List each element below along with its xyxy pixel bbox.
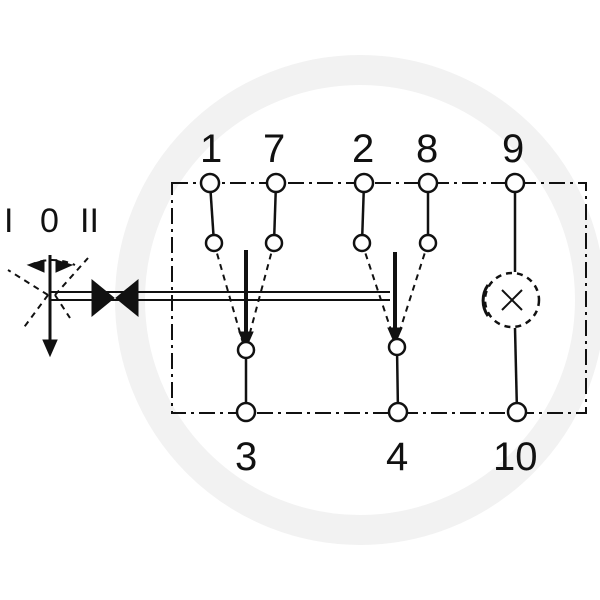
contact-3-inner — [236, 340, 256, 360]
terminal-7-top — [265, 172, 287, 194]
contact-2-inner — [352, 233, 372, 253]
position-label-i: I — [4, 202, 13, 240]
terminal-1-top — [199, 172, 221, 194]
contact-7-inner — [264, 233, 284, 253]
contact-1-inner — [204, 233, 224, 253]
position-label-ii: II — [80, 202, 99, 240]
terminal-label-10: 10 — [493, 435, 538, 479]
terminal-label-4: 4 — [386, 435, 408, 479]
contact-8-inner — [418, 233, 438, 253]
terminal-9-top — [504, 172, 526, 194]
terminal-label-8: 8 — [416, 127, 438, 171]
lamp-circuit — [513, 183, 519, 413]
terminal-label-1: 1 — [200, 127, 222, 171]
terminal-label-2: 2 — [352, 127, 374, 171]
contact-group-left — [208, 182, 278, 412]
contact-group-middle — [360, 182, 430, 413]
bowtie-actuator-icon — [91, 278, 139, 318]
terminal-10-bottom — [506, 401, 528, 423]
terminal-label-7: 7 — [263, 127, 285, 171]
terminal-label-9: 9 — [502, 127, 524, 171]
position-label-0: 0 — [40, 202, 59, 240]
terminal-4-bottom — [387, 401, 409, 423]
terminal-3-bottom — [235, 401, 257, 423]
terminal-label-3: 3 — [235, 435, 257, 479]
terminal-8-top — [417, 172, 439, 194]
lamp-icon — [481, 271, 541, 329]
position-indicator — [7, 255, 89, 358]
terminal-2-top — [353, 172, 375, 194]
contact-4-inner — [387, 337, 407, 357]
switch-enclosure — [171, 182, 587, 414]
